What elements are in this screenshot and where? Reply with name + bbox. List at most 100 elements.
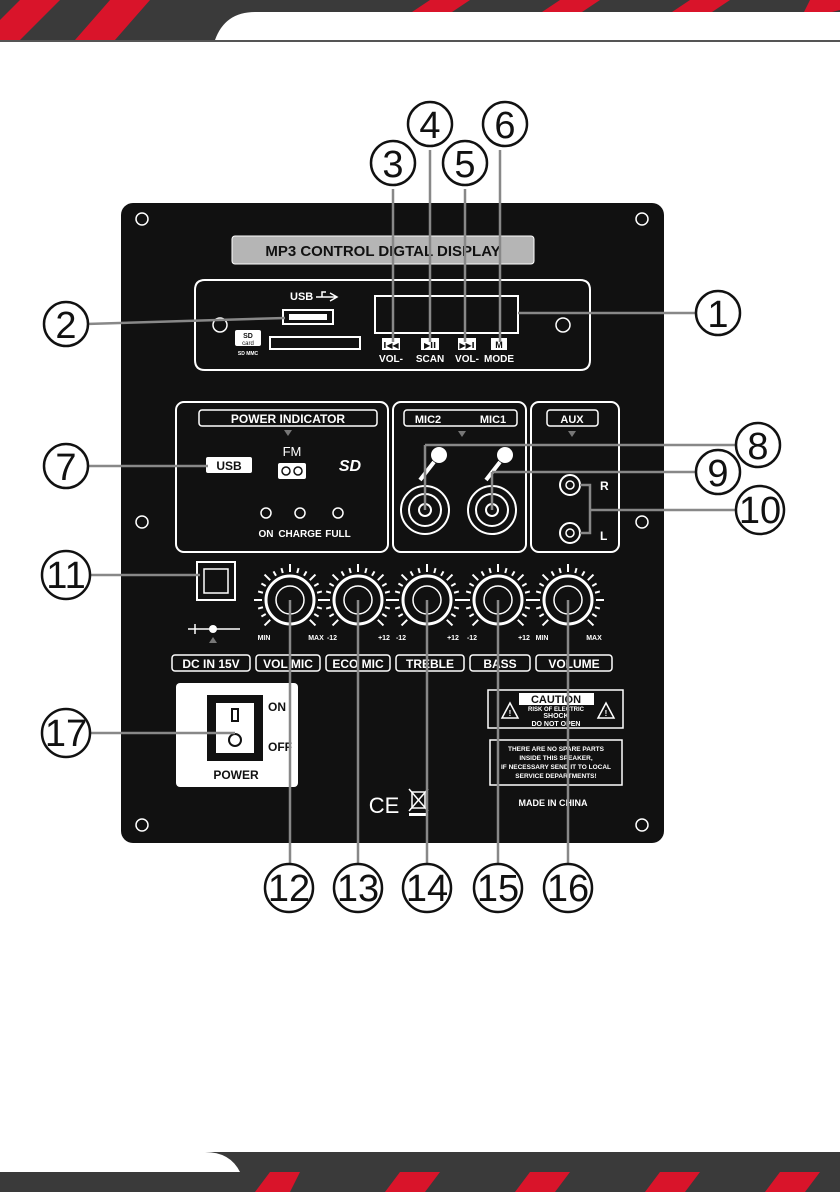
knob-tick: [325, 590, 332, 594]
mode-button[interactable]: [491, 338, 507, 350]
display-buttons: I◀◀ VOL- ▶II SCAN ▶▶I VOL- M MODE: [379, 338, 514, 365]
callout-7: 7: [42, 442, 90, 490]
knob-tick: [394, 590, 401, 594]
aux-section: AUX R L: [530, 401, 620, 553]
power-rocker-switch[interactable]: [216, 703, 254, 753]
callout-10: 10: [734, 484, 786, 536]
warning-triangle-icon: !: [500, 701, 520, 719]
svg-text:8: 8: [747, 426, 768, 468]
knob-tick: [453, 590, 460, 594]
knob-tick: [468, 582, 475, 587]
service-notice-label: THERE ARE NO SPARE PARTS INSIDE THIS SPE…: [489, 739, 623, 786]
svg-text:card: card: [242, 341, 254, 347]
dc-in-socket[interactable]: [196, 561, 236, 601]
knob-min-label: MIN: [258, 635, 271, 642]
svg-text:10: 10: [739, 490, 781, 532]
knob-tick: [331, 573, 339, 581]
knob-tick: [377, 573, 385, 581]
svg-text:INSIDE THIS SPEAKER,: INSIDE THIS SPEAKER,: [519, 755, 593, 762]
knob-tick: [538, 613, 545, 618]
svg-text:6: 6: [494, 105, 515, 147]
callout-2: 2: [42, 300, 90, 348]
mounting-holes: [135, 212, 649, 832]
knob-tick: [521, 582, 528, 587]
warning-triangle-icon: !: [596, 701, 616, 719]
vol-mic-label: VOL MIC: [263, 657, 313, 671]
knob-tick: [364, 567, 368, 574]
svg-text:17: 17: [45, 713, 87, 755]
lcd-screen: [374, 295, 519, 334]
led-charge: [294, 507, 306, 519]
bass-label: BASS: [483, 657, 516, 671]
knob-max-label: +12: [378, 635, 390, 642]
knob-tick: [381, 613, 388, 618]
display-title: MP3 CONTROL DIGTAL DISPLAY: [265, 243, 500, 260]
knob-tick: [535, 606, 542, 610]
knob-tick: [558, 567, 562, 574]
callout-12: 12: [263, 862, 315, 914]
svg-text:SERVICE DEPARTMENTS!: SERVICE DEPARTMENTS!: [515, 773, 596, 780]
knob-tick: [309, 573, 317, 581]
dc-in-label: DC IN 15V: [182, 657, 239, 671]
prev-button[interactable]: [382, 338, 400, 350]
knob-tick: [303, 570, 308, 577]
usb-indicator-icon: [206, 457, 252, 473]
callout-4: 4: [406, 100, 454, 148]
callout-8: 8: [734, 421, 782, 469]
svg-text:12: 12: [268, 868, 310, 910]
svg-text:3: 3: [382, 144, 403, 186]
play-pause-button[interactable]: [421, 338, 439, 350]
knob-tick: [488, 567, 492, 574]
aux-label: AUX: [560, 414, 584, 426]
knob-tick: [440, 570, 445, 577]
svg-text:VOL-: VOL-: [379, 354, 403, 365]
callout-16: 16: [542, 862, 594, 914]
knob-tick: [257, 606, 264, 610]
knob-tick: [591, 613, 598, 618]
svg-text:MODE: MODE: [484, 354, 514, 365]
svg-text:M: M: [495, 340, 503, 350]
knob-tick: [260, 582, 267, 587]
knob-tick: [433, 567, 437, 574]
knob-tick: [260, 613, 267, 618]
power-indicator-section: POWER INDICATOR USB FM SD ON CHARGE FULL: [175, 401, 389, 553]
power-switch-section: ON OFF POWER: [176, 683, 298, 787]
knob-tick: [309, 619, 317, 627]
knob-tick: [581, 570, 586, 577]
knob-max-label: MAX: [586, 635, 602, 642]
sd-card-slot[interactable]: [269, 336, 361, 350]
svg-text:RISK OF ELECTRIC: RISK OF ELECTRIC: [528, 707, 585, 713]
knob-tick: [328, 582, 335, 587]
knob-tick: [587, 573, 595, 581]
knob-tick: [465, 606, 472, 610]
knob-tick: [348, 567, 352, 574]
top-decor-bar: [0, 0, 840, 42]
svg-text:11: 11: [46, 555, 85, 597]
svg-text:CAUTION: CAUTION: [531, 694, 581, 706]
usb-port-label: USB: [290, 291, 313, 303]
svg-text:1: 1: [707, 294, 728, 336]
knob-tick: [409, 570, 414, 577]
knob-tick: [517, 619, 525, 627]
knob-tick: [446, 573, 454, 581]
knob-tick: [594, 590, 601, 594]
knob-tick: [377, 619, 385, 627]
made-in-china-text: MADE IN CHINA: [519, 798, 588, 808]
mic1-label: MIC1: [480, 414, 506, 426]
next-button[interactable]: [458, 338, 476, 350]
treble-knob[interactable]: -12+12: [391, 564, 463, 642]
knob-tick: [471, 619, 479, 627]
usb-symbol-icon: [316, 291, 339, 302]
ce-mark-icon: CE: [369, 793, 400, 818]
knob-min-label: MIN: [536, 635, 549, 642]
knob-tick: [538, 582, 545, 587]
knob-tick: [524, 606, 531, 610]
knob-tick: [574, 567, 578, 574]
callout-13: 13: [332, 862, 384, 914]
svg-text:2: 2: [55, 305, 76, 347]
svg-text:IF NECESSARY SEND IT TO LOCAL: IF NECESSARY SEND IT TO LOCAL: [501, 764, 611, 771]
sd-card-icon: [235, 330, 261, 346]
treble-label: TREBLE: [406, 657, 454, 671]
knob-tick: [400, 619, 408, 627]
svg-text:SD MMC: SD MMC: [238, 351, 259, 357]
